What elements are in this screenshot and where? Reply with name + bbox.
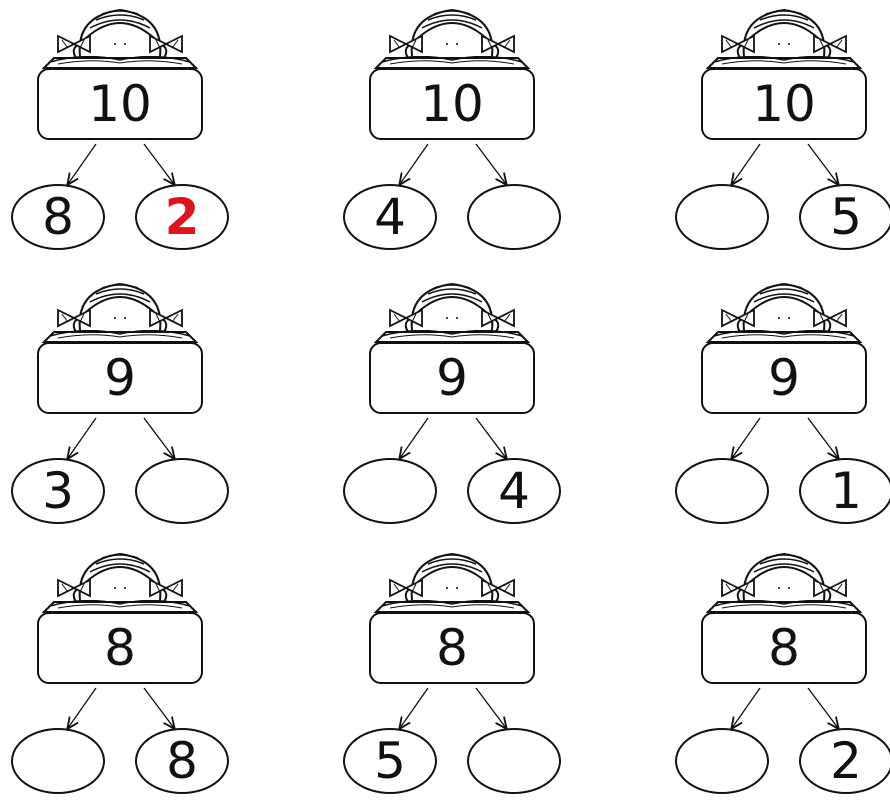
whole-number-box: 10 — [369, 68, 535, 140]
left-part-circle[interactable]: 3 — [11, 458, 105, 524]
girl-reading-book-icon — [372, 2, 532, 72]
right-part-circle[interactable] — [135, 458, 229, 524]
right-part-circle[interactable]: 1 — [799, 458, 890, 524]
girl-reading-book-icon — [704, 546, 864, 616]
whole-number-box: 9 — [37, 342, 203, 414]
left-part-circle[interactable] — [11, 728, 105, 794]
right-part-circle[interactable]: 4 — [467, 458, 561, 524]
girl-reading-book-icon — [40, 276, 200, 346]
right-part-circle[interactable]: 2 — [135, 184, 229, 250]
whole-number-box: 9 — [701, 342, 867, 414]
whole-number-box: 8 — [369, 612, 535, 684]
whole-number-box: 10 — [701, 68, 867, 140]
left-part-circle[interactable]: 4 — [343, 184, 437, 250]
right-part-circle[interactable] — [467, 184, 561, 250]
left-part-circle[interactable] — [675, 184, 769, 250]
whole-number-box: 10 — [37, 68, 203, 140]
girl-reading-book-icon — [372, 546, 532, 616]
left-part-circle[interactable] — [675, 728, 769, 794]
girl-reading-book-icon — [40, 2, 200, 72]
left-part-circle[interactable]: 8 — [11, 184, 105, 250]
right-part-circle[interactable]: 2 — [799, 728, 890, 794]
left-part-circle[interactable]: 5 — [343, 728, 437, 794]
left-part-circle[interactable] — [343, 458, 437, 524]
whole-number-box: 8 — [701, 612, 867, 684]
girl-reading-book-icon — [372, 276, 532, 346]
girl-reading-book-icon — [704, 2, 864, 72]
girl-reading-book-icon — [704, 276, 864, 346]
right-part-circle[interactable]: 8 — [135, 728, 229, 794]
whole-number-box: 9 — [369, 342, 535, 414]
whole-number-box: 8 — [37, 612, 203, 684]
left-part-circle[interactable] — [675, 458, 769, 524]
right-part-circle[interactable] — [467, 728, 561, 794]
right-part-circle[interactable]: 5 — [799, 184, 890, 250]
girl-reading-book-icon — [40, 546, 200, 616]
